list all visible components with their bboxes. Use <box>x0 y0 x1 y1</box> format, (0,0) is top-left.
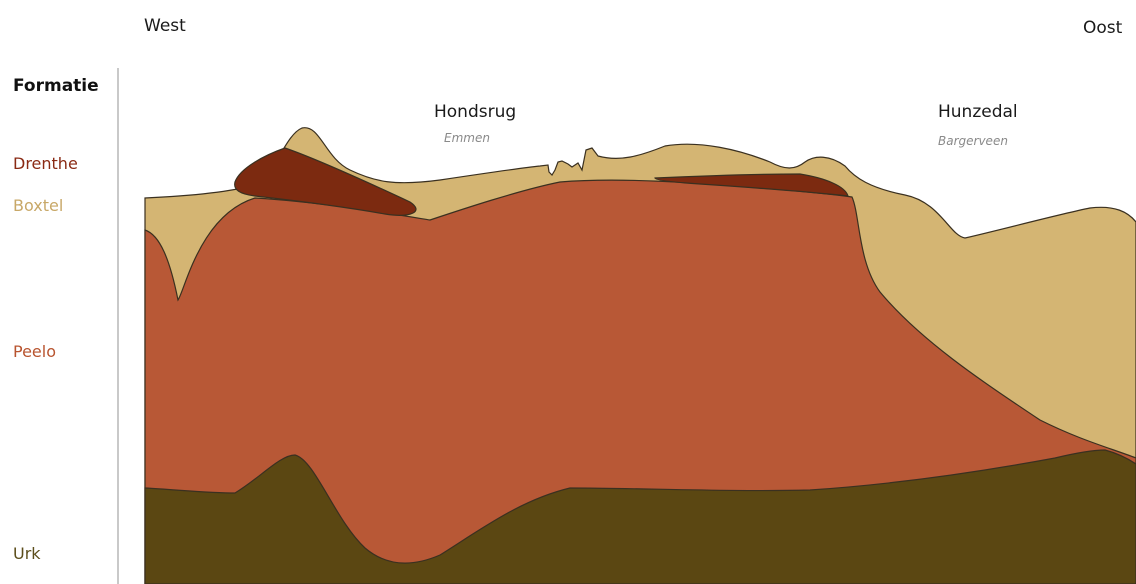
geological-cross-section <box>0 0 1136 584</box>
